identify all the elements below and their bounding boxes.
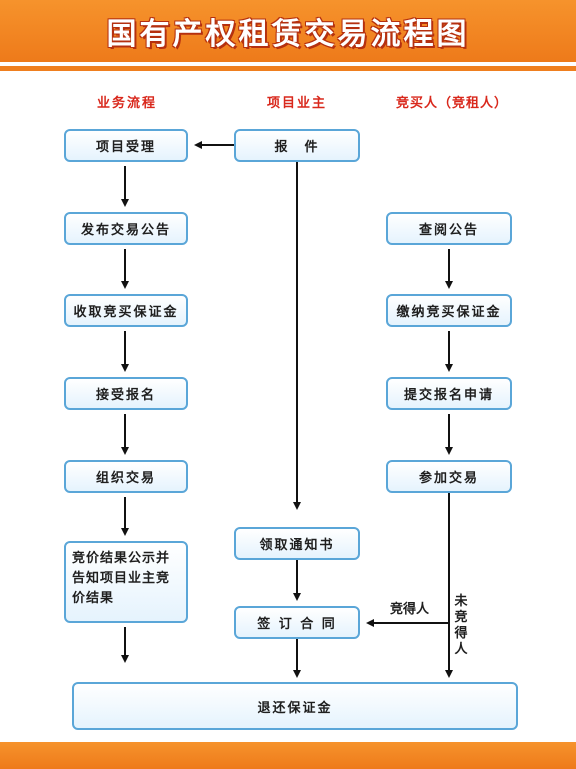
step-refund-deposit: 退还保证金	[72, 682, 518, 730]
step-accept-registration: 接受报名	[64, 377, 188, 410]
step-publicize-result: 竞价结果公示并告知项目业主竞价结果	[64, 541, 188, 623]
label-non-winner: 未竞得人	[454, 594, 468, 657]
step-join-trade: 参加交易	[386, 460, 512, 493]
top-stripe	[0, 66, 576, 71]
column-header-owner: 项目业主	[266, 96, 327, 111]
step-organize-trade: 组织交易	[64, 460, 188, 493]
page-title: 国有产权租赁交易流程图	[106, 17, 470, 52]
title-banner: 国有产权租赁交易流程图	[0, 0, 576, 62]
step-receive-notice: 领取通知书	[234, 527, 360, 560]
step-project-acceptance: 项目受理	[64, 129, 188, 162]
bottom-stripe	[0, 742, 576, 769]
step-view-announcement: 查阅公告	[386, 212, 512, 245]
column-header-bidder: 竞买人（竞租人）	[395, 96, 508, 111]
step-submit-application: 报 件	[234, 129, 360, 162]
step-collect-deposit: 收取竞买保证金	[64, 294, 188, 327]
label-winner: 竞得人	[390, 602, 430, 617]
column-header-business: 业务流程	[96, 96, 157, 111]
step-pay-deposit: 缴纳竞买保证金	[386, 294, 512, 327]
step-publish-announcement: 发布交易公告	[64, 212, 188, 245]
step-submit-registration: 提交报名申请	[386, 377, 512, 410]
step-sign-contract: 签 订 合 同	[234, 606, 360, 639]
